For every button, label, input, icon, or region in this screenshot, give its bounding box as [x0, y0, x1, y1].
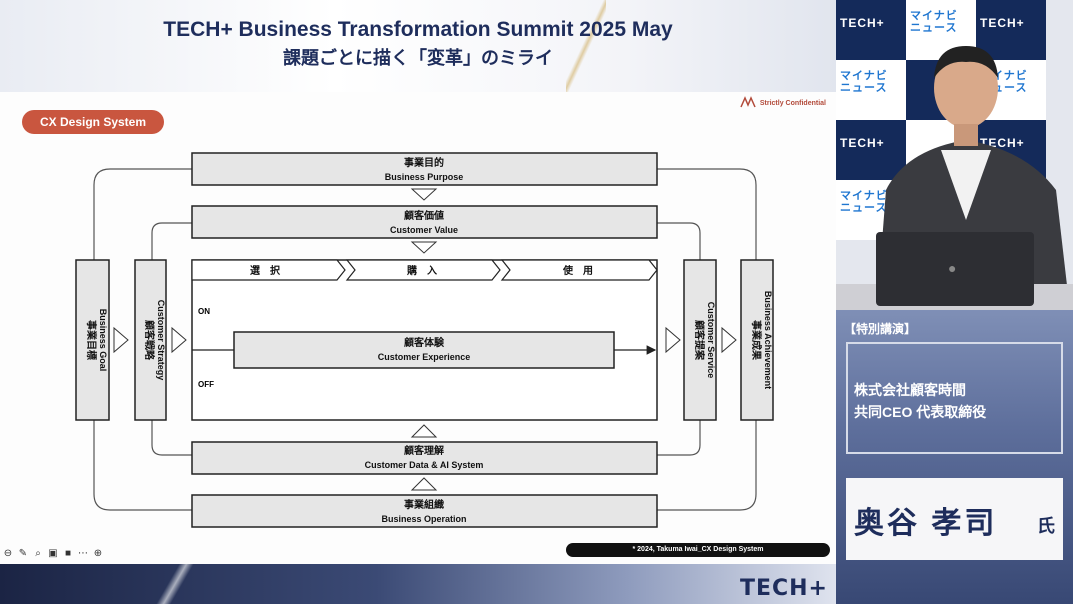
- right-triangle-1: [113, 326, 129, 354]
- phase-chevron-buy: [345, 259, 501, 281]
- business-achievement-jp: 事業成果: [750, 320, 763, 361]
- more-icon[interactable]: ⋯: [78, 548, 88, 559]
- customer-data-box: [191, 441, 658, 475]
- right-triangle-3: [665, 326, 681, 354]
- customer-data-jp: 顧客理解: [404, 444, 444, 457]
- bottom-decoration: [150, 564, 200, 604]
- zoom-icon[interactable]: ⌕: [35, 548, 41, 559]
- down-triangle-1: [410, 188, 438, 201]
- presentation-slide: 事業目的 Business Purpose 顧客価値 Customer Valu…: [0, 92, 836, 564]
- customer-value-jp: 顧客価値: [404, 209, 444, 222]
- business-achievement-box: [740, 259, 774, 421]
- cx-design-system-pill: CX Design System: [22, 110, 164, 134]
- customer-service-en: Customer Service: [706, 302, 716, 379]
- business-operation-jp: 事業組織: [404, 498, 444, 511]
- header-decoration: [566, 0, 606, 92]
- speaker-name: 奥谷 孝司: [854, 507, 998, 540]
- business-operation-en: Business Operation: [381, 514, 466, 524]
- customer-value-en: Customer Value: [390, 225, 458, 235]
- event-title: TECH+ Business Transformation Summit 202…: [163, 18, 673, 41]
- event-subtitle: 課題ごとに描く「変革」のミライ: [283, 48, 553, 68]
- speaker-camera-view: TECH+ マイナビニュース TECH+ マイナビニュース マイナビニュース T…: [836, 0, 1073, 310]
- bottom-band: TECH+: [0, 564, 836, 604]
- business-operation-box: [191, 494, 658, 528]
- customer-value-box: [191, 205, 658, 239]
- on-label: ON: [198, 307, 210, 316]
- special-lecture-label: 【特別講演】: [844, 322, 917, 336]
- phase-label-use: 使 用: [562, 264, 593, 277]
- cx-design-diagram: 事業目的 Business Purpose 顧客価値 Customer Valu…: [75, 152, 774, 528]
- business-purpose-box: [191, 152, 658, 186]
- cc-icon[interactable]: ▣: [48, 548, 58, 559]
- mynavi-logo-tile: マイナビニュース: [840, 70, 888, 94]
- event-header: TECH+ Business Transformation Summit 202…: [0, 0, 836, 92]
- phase-chevron-select: [191, 259, 346, 281]
- business-purpose-jp: 事業目的: [404, 156, 444, 169]
- copyright-banner: * 2024, Takuma Iwai_CX Design System: [566, 543, 830, 557]
- right-triangle-2: [171, 326, 187, 354]
- speaker-name-box: 奥谷 孝司 氏: [846, 478, 1063, 560]
- tech-logo-tile: TECH+: [840, 16, 885, 30]
- pen-icon[interactable]: ✎: [18, 548, 28, 559]
- laptop: ●: [876, 232, 1034, 306]
- up-triangle-1: [410, 424, 438, 438]
- business-achievement-en: Business Achievement: [763, 291, 773, 389]
- customer-strategy-jp: 顧客戦略: [143, 320, 156, 361]
- confidential-label: Strictly Confidential: [759, 100, 826, 107]
- back-icon[interactable]: ⊖: [3, 548, 13, 559]
- confidential-logo-icon: [740, 96, 756, 108]
- speaker-title: 共同CEO 代表取締役: [854, 404, 987, 420]
- phase-label-select: 選 択: [250, 264, 281, 277]
- off-label: OFF: [198, 380, 214, 389]
- speaker-honorific: 氏: [1037, 516, 1055, 536]
- customer-experience-box: [233, 331, 615, 369]
- mynavi-logo-tile: マイナビニュース: [840, 190, 888, 214]
- customer-strategy-box: [134, 259, 167, 421]
- forward-icon[interactable]: ⊕: [93, 548, 103, 559]
- company-name: 株式会社顧客時間: [854, 382, 966, 398]
- business-goal-box: [75, 259, 110, 421]
- right-triangle-4: [721, 326, 737, 354]
- video-icon[interactable]: ■: [64, 548, 72, 559]
- customer-strategy-en: Customer Strategy: [156, 300, 166, 381]
- apple-logo-icon: ●: [948, 260, 957, 276]
- business-purpose-en: Business Purpose: [385, 172, 464, 182]
- slide-toolbar: ⊖ ✎ ⌕ ▣ ■ ⋯ ⊕: [2, 548, 104, 562]
- customer-service-box: [683, 259, 717, 421]
- speaker-info-panel: 【特別講演】 株式会社顧客時間 共同CEO 代表取締役 奥谷 孝司 氏: [836, 310, 1073, 604]
- tech-logo-tile: TECH+: [980, 16, 1025, 30]
- business-goal-jp: 事業目標: [85, 320, 98, 360]
- tech-plus-logo: TECH+: [739, 576, 828, 601]
- up-triangle-2: [410, 477, 438, 491]
- mynavi-logo-tile: マイナビニュース: [910, 10, 958, 34]
- customer-service-jp: 顧客提案: [693, 320, 706, 361]
- company-box: 株式会社顧客時間 共同CEO 代表取締役: [846, 342, 1063, 454]
- down-triangle-2: [410, 241, 438, 254]
- customer-experience-en: Customer Experience: [378, 352, 471, 362]
- customer-experience-jp: 顧客体験: [404, 336, 445, 349]
- business-goal-en: Business Goal: [98, 309, 108, 372]
- phase-label-buy: 購 入: [406, 264, 437, 277]
- customer-data-en: Customer Data & AI System: [365, 460, 484, 470]
- tech-logo-tile: TECH+: [840, 136, 885, 150]
- phase-chevron-use: [500, 259, 658, 281]
